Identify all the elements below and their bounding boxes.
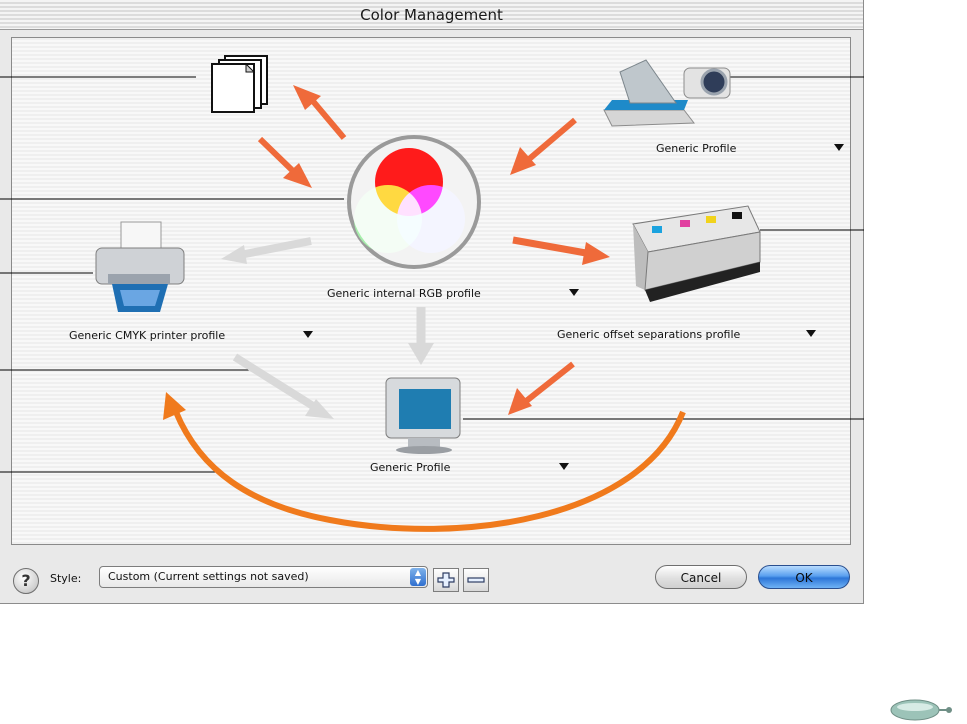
monitor-icon xyxy=(385,377,461,454)
style-select-value: Custom (Current settings not saved) xyxy=(108,570,309,583)
arrow-offset-to-monitor xyxy=(508,361,575,415)
rgb-profile-label: Generic internal RGB profile xyxy=(327,287,481,300)
documents-icon xyxy=(211,55,268,113)
arrow-rgb-to-offset xyxy=(512,236,610,265)
style-select[interactable]: Custom (Current settings not saved) ▲▼ xyxy=(99,566,428,588)
window-title: Color Management xyxy=(360,6,503,24)
remove-style-button[interactable] xyxy=(463,568,489,592)
rgb-circles-icon xyxy=(347,135,481,269)
monitor-profile-menu-arrow[interactable] xyxy=(559,463,569,470)
monitor-profile-label: Generic Profile xyxy=(370,461,451,474)
title-bar[interactable]: Color Management xyxy=(0,0,863,30)
printer-profile-label: Generic CMYK printer profile xyxy=(69,329,226,342)
minus-icon xyxy=(467,577,485,583)
arrow-rgb-to-printer-gray xyxy=(221,237,312,264)
plus-icon xyxy=(437,572,455,588)
scanner-profile-menu-arrow[interactable] xyxy=(834,144,844,151)
scanner-camera-icon xyxy=(603,59,731,127)
ok-button[interactable]: OK xyxy=(758,565,850,589)
arrow-rgb-to-monitor-gray xyxy=(408,307,434,365)
style-label: Style: xyxy=(50,572,82,585)
rendering-curve-arrow xyxy=(173,410,686,532)
cancel-button[interactable]: Cancel xyxy=(655,565,747,589)
offset-profile-label: Generic offset separations profile xyxy=(557,328,741,341)
offset-profile-menu-arrow[interactable] xyxy=(806,330,816,337)
scanner-profile-label: Generic Profile xyxy=(656,142,737,155)
arrow-documents-to-rgb xyxy=(257,136,312,188)
color-management-window: Color Management xyxy=(0,0,864,604)
bottom-bar: ? Style: Custom (Current settings not sa… xyxy=(0,558,863,598)
help-button[interactable]: ? xyxy=(13,568,39,594)
printer-icon xyxy=(95,221,185,312)
arrow-scanner-to-rgb xyxy=(510,117,577,175)
arrow-printer-to-monitor-gray xyxy=(232,353,334,419)
rendering-curve-arrowhead xyxy=(163,392,186,420)
rgb-profile-menu-arrow[interactable] xyxy=(569,289,579,296)
printer-profile-menu-arrow[interactable] xyxy=(303,331,313,338)
select-stepper-icon: ▲▼ xyxy=(410,568,426,586)
pill-widget-icon xyxy=(890,699,952,721)
workflow-diagram xyxy=(0,55,864,532)
arrow-rgb-to-documents xyxy=(293,85,347,140)
offset-press-icon xyxy=(632,205,761,302)
add-style-button[interactable] xyxy=(433,568,459,592)
